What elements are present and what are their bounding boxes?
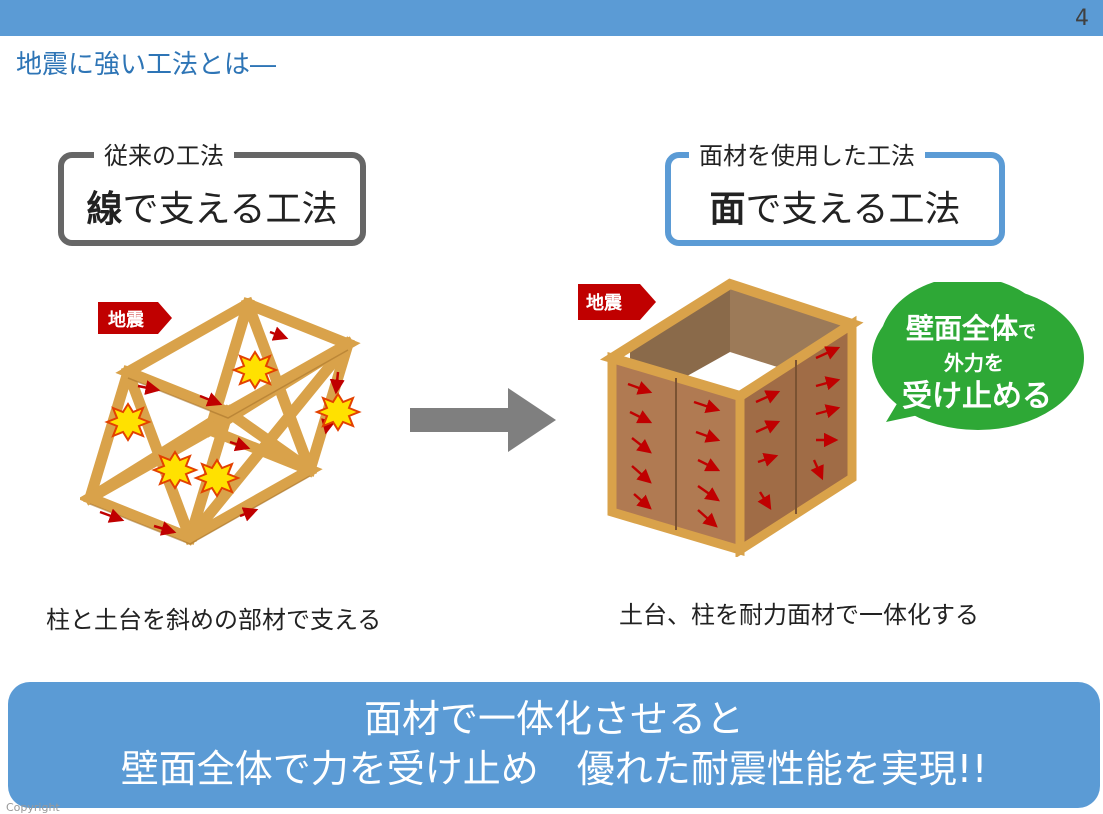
panel-method-keyword: 面 [709, 189, 746, 230]
quake-tag-right: 地震 [578, 284, 656, 320]
braced-frame-illustration: 地震 [80, 296, 362, 546]
conventional-method-box: 従来の工法 線で支える工法 [58, 136, 366, 246]
conventional-method-heading: 線で支える工法 [64, 180, 360, 232]
panel-method-subtitle: 面材を使用した工法 [689, 136, 925, 171]
conclusion-banner: 面材で一体化させると 壁面全体で力を受け止め 優れた耐震性能を実現!! [8, 682, 1100, 808]
bubble-line2: 外力を [944, 351, 1004, 375]
panel-box-illustration: 地震 [578, 278, 864, 557]
panel-method-caption: 土台、柱を耐力面材で一体化する [619, 601, 979, 629]
quake-tag-right-label: 地震 [586, 292, 623, 314]
panel-method-heading: 面で支える工法 [671, 180, 999, 232]
bubble-line3: 受け止める [902, 379, 1052, 414]
page-number: 4 [1075, 6, 1089, 31]
bubble-line1: 壁面全体で [906, 312, 1036, 345]
page-title: 地震に強い工法とは― [16, 50, 277, 80]
force-arrows-right [627, 346, 841, 528]
quake-tag-left-label: 地震 [108, 309, 145, 331]
conventional-method-caption: 柱と土台を斜めの部材で支える [46, 606, 382, 634]
conventional-method-subtitle: 従来の工法 [94, 136, 234, 171]
header-bar [0, 0, 1103, 36]
panel-method-heading-rest: で支える工法 [745, 189, 961, 230]
transition-arrow [410, 388, 556, 452]
conventional-method-keyword: 線 [86, 189, 123, 230]
copyright-notice: Copyright [6, 801, 60, 814]
quake-tag-left: 地震 [98, 302, 172, 334]
speech-bubble: 壁面全体で 外力を 受け止める [872, 282, 1084, 430]
conclusion-line1: 面材で一体化させると [363, 697, 744, 741]
conventional-method-heading-rest: で支える工法 [122, 189, 338, 230]
stress-burst-icons [104, 350, 362, 498]
conclusion-line2: 壁面全体で力を受け止め 優れた耐震性能を実現!! [120, 747, 988, 791]
panel-method-box: 面材を使用した工法 面で支える工法 [665, 136, 1005, 246]
